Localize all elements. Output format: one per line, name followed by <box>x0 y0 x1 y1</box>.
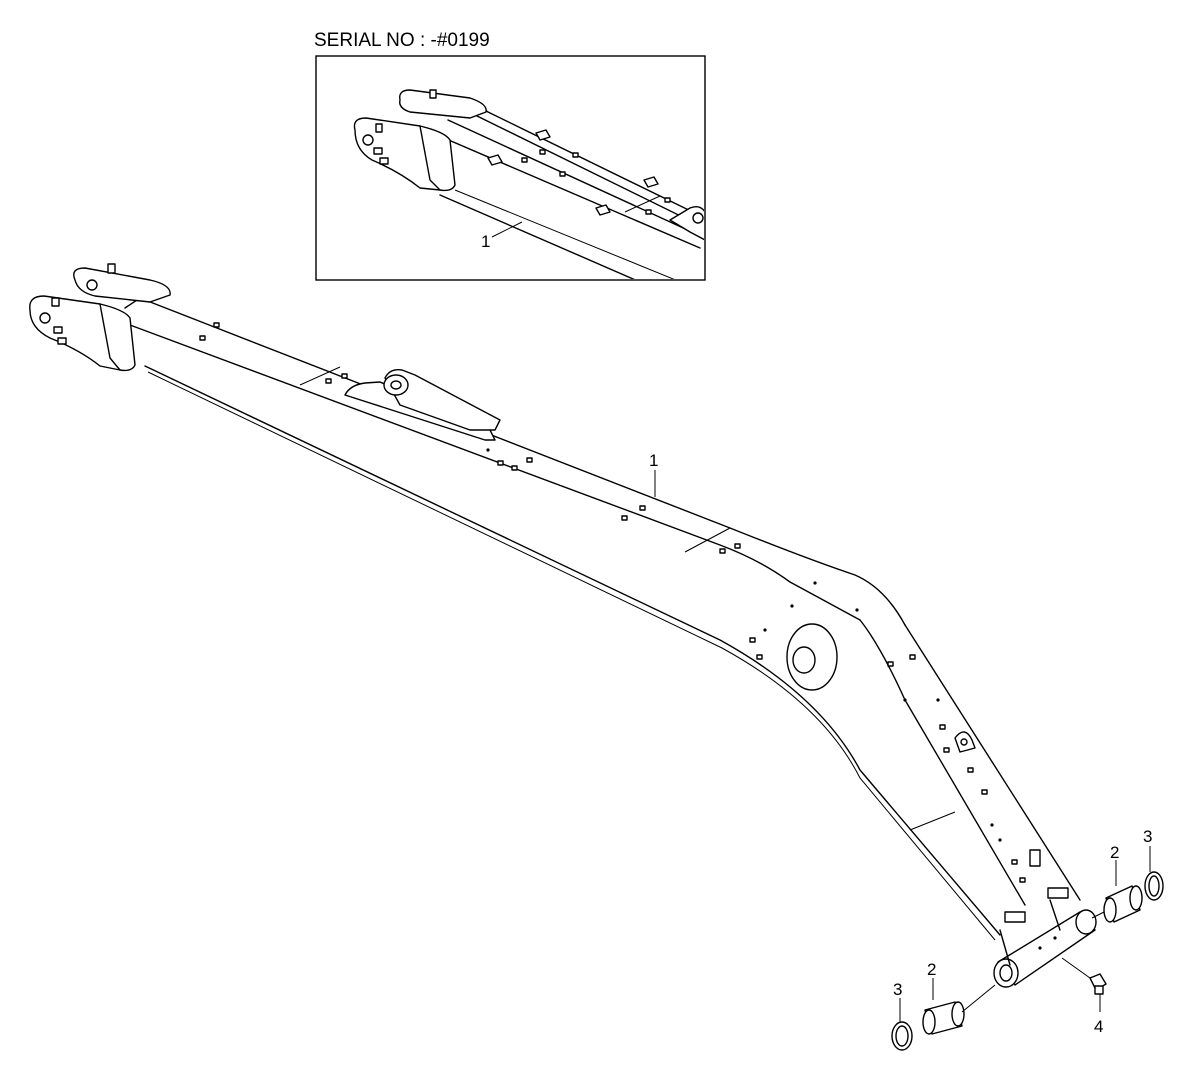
inset-boom-drawing <box>353 89 704 279</box>
inset-detail: 1 <box>315 55 706 281</box>
boom-assembly <box>29 263 1097 988</box>
callout-2-lower: 2 <box>927 960 936 979</box>
grease-fitting <box>1061 957 1107 1012</box>
callout-3-upper: 3 <box>1143 827 1152 846</box>
callout-2-upper: 2 <box>1110 843 1119 862</box>
hose-clamps <box>1004 849 1069 923</box>
bolt-holes <box>199 322 1057 950</box>
seal-ring-upper <box>1144 846 1164 901</box>
callout-4: 4 <box>1094 1017 1103 1036</box>
seal-ring-lower <box>891 998 913 1051</box>
inset-frame <box>315 55 706 281</box>
callout-3-lower: 3 <box>893 980 902 999</box>
main-callout-1: 1 <box>649 451 658 470</box>
inset-callout-1: 1 <box>481 232 490 251</box>
bushing-lower <box>922 978 996 1035</box>
bushing-upper <box>1091 860 1143 923</box>
serial-number-label: SERIAL NO : -#0199 <box>314 30 490 51</box>
